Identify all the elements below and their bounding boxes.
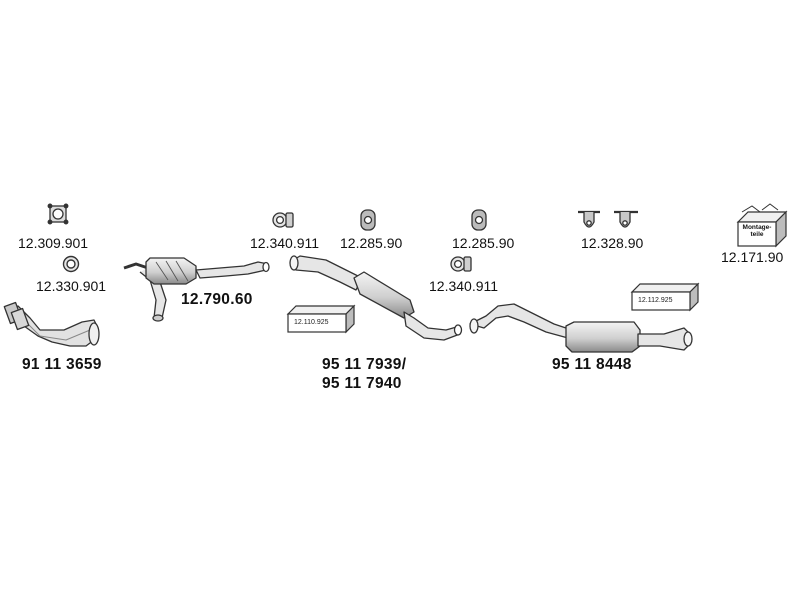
- label-mounting-kit: 12.171.90: [721, 249, 784, 265]
- label-rear-hangers: 12.328.90: [581, 235, 644, 251]
- mounting-kit-box-label: Montage- teile: [740, 224, 774, 239]
- label-catalyst: 12.790.60: [181, 291, 253, 308]
- ring-gasket-icon: [62, 255, 80, 273]
- rear-silencer-icon: [469, 303, 693, 353]
- kit-box-middle: [286, 304, 356, 334]
- mounting-kit-box-icon: [736, 203, 788, 248]
- label-middle-silencer-b: 95 11 7940: [322, 375, 402, 392]
- label-square-clamp: 12.309.901: [18, 235, 89, 251]
- label-clamp-left: 12.340.911: [250, 235, 320, 251]
- label-ring-gasket: 12.330.901: [36, 278, 107, 294]
- label-front-pipe: 91 11 3659: [22, 356, 102, 373]
- rear-hangers-icon: [578, 210, 638, 228]
- middle-silencer-icon: [289, 255, 463, 341]
- label-rubber-mount-left: 12.285.90: [340, 235, 403, 251]
- kit-box-rear-label: 12.112.925: [638, 297, 673, 304]
- label-middle-silencer-a: 95 11 7939/: [322, 356, 407, 373]
- label-rear-silencer: 95 11 8448: [552, 356, 632, 373]
- rubber-mount-left-icon: [360, 209, 376, 231]
- kit-box-middle-label: 12.110.925: [294, 319, 329, 326]
- front-pipe-icon: [3, 301, 100, 347]
- label-rubber-mount-right: 12.285.90: [452, 235, 515, 251]
- pipe-clamp-left-icon: [272, 212, 294, 228]
- mounting-kit-label-line2: teile: [750, 230, 764, 238]
- pipe-clamp-right-icon: [450, 256, 472, 272]
- catalyst-icon: [123, 257, 270, 322]
- square-clamp-icon: [47, 203, 69, 225]
- rubber-mount-right-icon: [471, 209, 487, 231]
- kit-box-rear: [630, 282, 700, 312]
- mounting-kit-label-line1: Montage-: [742, 224, 772, 231]
- label-clamp-right: 12.340.911: [429, 278, 499, 294]
